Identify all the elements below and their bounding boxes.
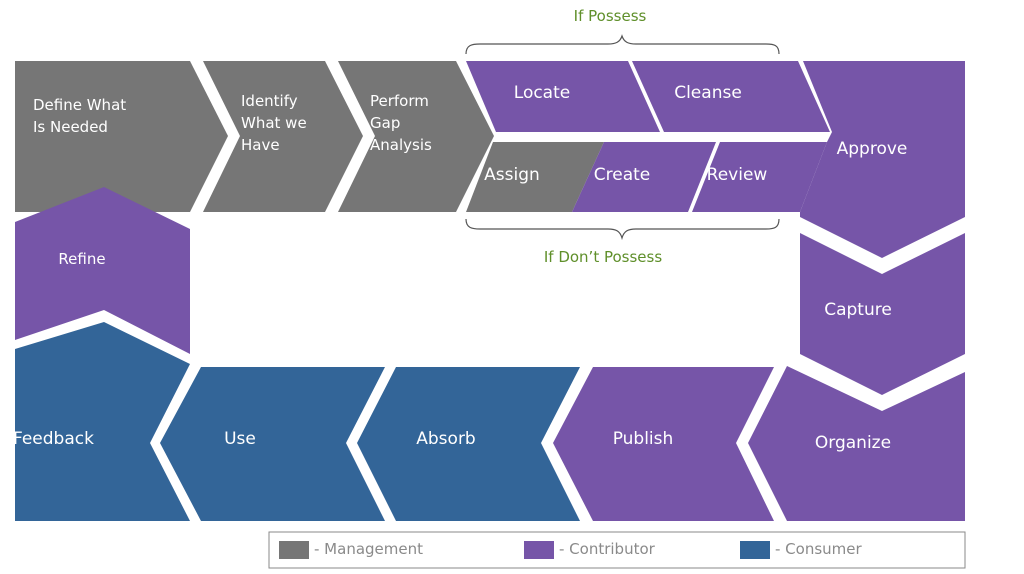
assign-shape [466, 142, 604, 212]
review-label: Review [707, 165, 768, 185]
publish-label: Publish [613, 429, 674, 449]
legend-swatch-management [279, 541, 309, 559]
if-dont-possess-brace [465, 218, 780, 241]
capture-shape [800, 233, 965, 395]
organize-label: Organize [815, 433, 891, 453]
locate-shape [466, 61, 660, 132]
legend-label-consumer: - Consumer [775, 540, 863, 558]
capture-label: Capture [824, 300, 892, 320]
if-possess-brace [465, 34, 780, 55]
if-dont-possess-note: If Don’t Possess [544, 248, 662, 266]
approve-shape [800, 61, 965, 258]
if-possess-note: If Possess [574, 7, 647, 25]
feedback-shape [15, 322, 190, 521]
perform-shape [338, 61, 494, 212]
publish-shape [553, 367, 774, 521]
assign-label: Assign [484, 165, 540, 185]
identify-label: Identify What we Have [241, 92, 311, 154]
define-label: Define What Is Needed [33, 96, 131, 136]
define-shape [15, 61, 228, 212]
use-label: Use [224, 429, 256, 449]
review-shape [692, 142, 827, 212]
legend-swatch-contributor [524, 541, 554, 559]
refine-shape [15, 187, 190, 354]
create-label: Create [594, 165, 651, 185]
cleanse-shape [632, 61, 830, 132]
identify-shape [203, 61, 363, 212]
legend-label-management: - Management [314, 540, 423, 558]
legend-label-contributor: - Contributor [559, 540, 656, 558]
create-shape [572, 142, 716, 212]
legend-swatch-consumer [740, 541, 770, 559]
perform-label: Perform Gap Analysis [370, 92, 434, 154]
refine-label: Refine [58, 250, 105, 268]
locate-label: Locate [514, 83, 570, 103]
absorb-shape [357, 367, 580, 521]
use-shape [160, 367, 385, 521]
legend-box [268, 531, 966, 569]
feedback-label: Feedback [13, 429, 94, 449]
absorb-label: Absorb [416, 429, 475, 449]
organize-shape [748, 366, 965, 521]
approve-label: Approve [837, 139, 908, 159]
cleanse-label: Cleanse [674, 83, 742, 103]
